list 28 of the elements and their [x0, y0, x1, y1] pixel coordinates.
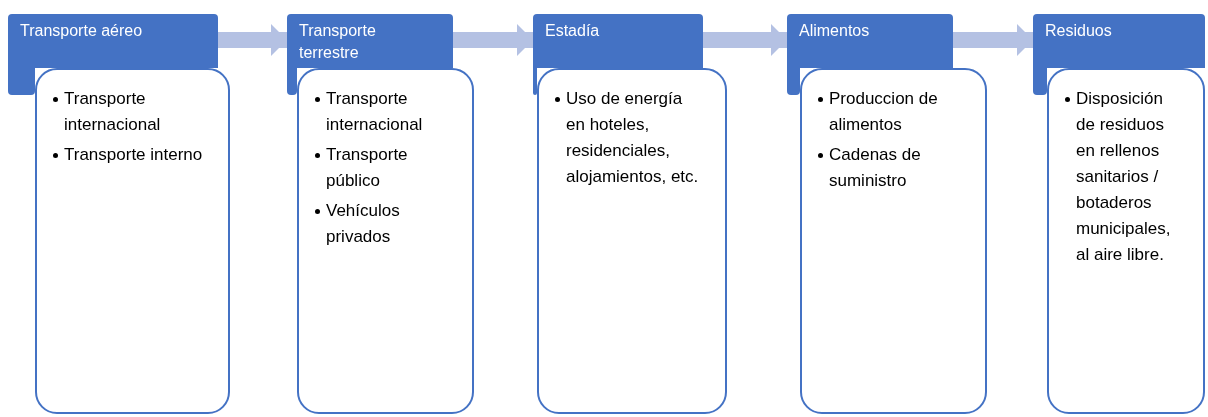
bullet-text: Transporte internacional [64, 88, 162, 136]
header-text: Transporte aéreo [20, 21, 144, 41]
bullet-text: Disposición de residuos en rellenos sanitarios / botaderos municipales, al aire libre. [1076, 88, 1172, 266]
header-text: Transporte terrestre [299, 21, 377, 63]
arrow [218, 24, 287, 56]
arrow [453, 24, 533, 56]
bullet-text: Transporte interno [64, 144, 203, 166]
detail-card [537, 68, 727, 414]
header-text: Alimentos [799, 21, 871, 41]
header-text: Residuos [1045, 21, 1113, 41]
category-header [8, 14, 218, 68]
bullet-text: Transporte internacional [326, 88, 424, 136]
bullet-text: Produccion de alimentos [829, 88, 939, 136]
header-text: Estadía [545, 21, 601, 41]
arrow [953, 24, 1033, 56]
category-header [1033, 14, 1205, 68]
detail-card [800, 68, 987, 414]
bullet-text: Transporte público [326, 144, 409, 192]
bullet-text: Cadenas de suministro [829, 144, 922, 192]
category-header [787, 14, 953, 68]
detail-card [35, 68, 230, 414]
bullet-text: Vehículos privados [326, 200, 401, 248]
arrow [703, 24, 787, 56]
detail-card [297, 68, 474, 414]
detail-card [1047, 68, 1205, 414]
category-header [287, 14, 453, 68]
bullet-text: Uso de energía en hoteles, residenciales, alojamientos, etc. [566, 88, 700, 188]
category-header [533, 14, 703, 68]
